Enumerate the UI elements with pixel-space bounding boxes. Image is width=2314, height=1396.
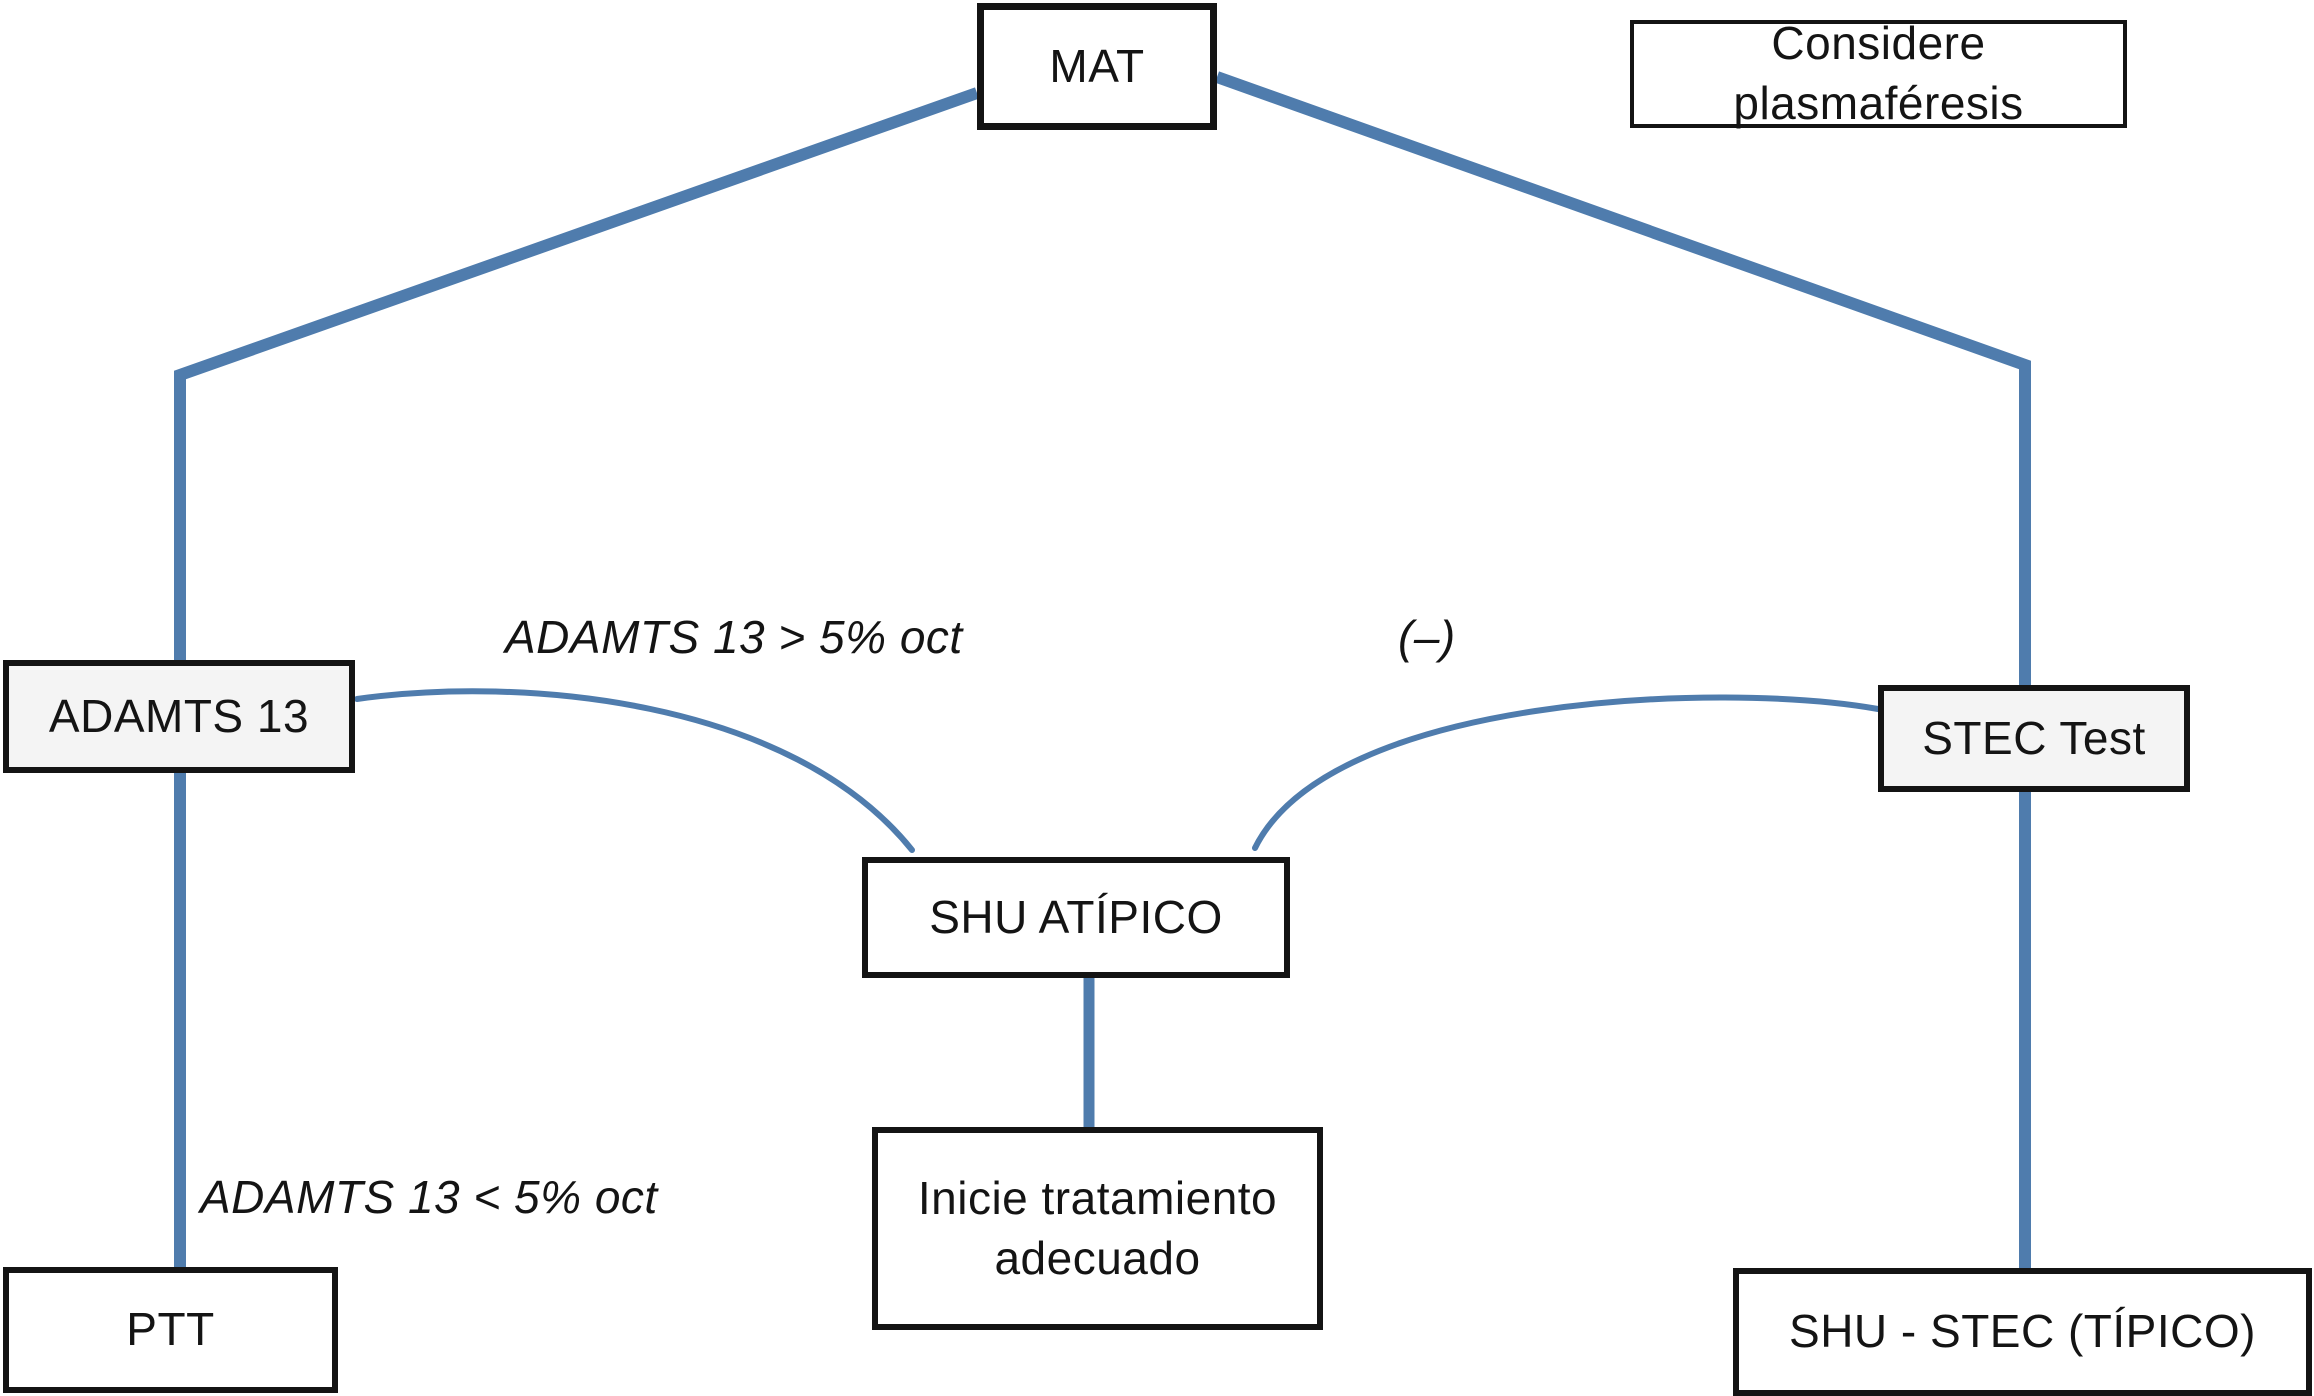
node-adamts13: ADAMTS 13 [3,660,355,773]
node-mat: MAT [977,3,1217,130]
edge-label-adamts-lt-5pct: ADAMTS 13 < 5% oct [200,1171,658,1223]
node-considere-plasmaferesis: Considere plasmaféresis [1630,17,2127,129]
connector-mat-to-stec [1214,71,2031,1268]
edge-label-adamts-gt-5pct: ADAMTS 13 > 5% oct [505,611,963,663]
connector-stec-to-shu-atipico [1252,694,1881,851]
node-ptt: PTT [3,1267,338,1393]
node-inicie-tratamiento: Inicie tratamiento adecuado [872,1127,1323,1330]
node-stec-test: STEC Test [1878,685,2190,792]
edge-label-stec-negative: (–) [1398,611,1456,663]
connector-adamts-to-shu-atipico [354,688,915,853]
node-shu-stec-tipico: SHU - STEC (TÍPICO) [1733,1268,2312,1396]
node-shu-atipico: SHU ATÍPICO [862,857,1290,978]
connector-mat-to-adamts-ptt [174,87,980,1267]
